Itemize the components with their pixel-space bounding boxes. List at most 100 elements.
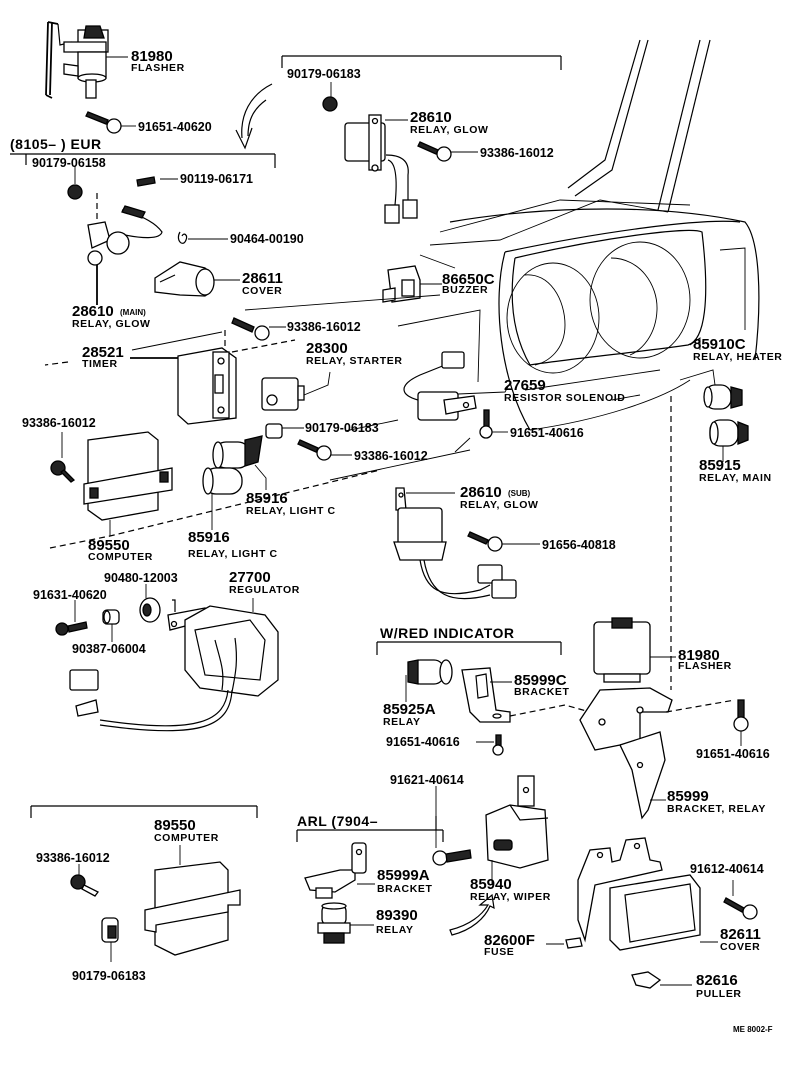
- part-name: RELAY: [383, 716, 421, 728]
- regulator-27700-illustration: [69, 605, 279, 732]
- part-number: 93386-16012: [36, 851, 110, 865]
- relay-heater-85910c-illustration: [703, 384, 743, 410]
- leader-line: [454, 437, 471, 453]
- bracket-mark: [172, 599, 176, 612]
- part-number: 85910C: [693, 336, 746, 353]
- part-number: 28521: [82, 344, 124, 361]
- relay-89390-illustration: [317, 902, 351, 944]
- part-number: 82611: [720, 926, 761, 943]
- spacer-icon: [102, 609, 120, 625]
- bolt-icon: [70, 874, 99, 897]
- clip-icon: [177, 231, 188, 244]
- leader-line: [254, 464, 267, 490]
- part-name: TIMER: [82, 358, 118, 370]
- buzzer-86650c-illustration: [382, 265, 421, 303]
- clip-nut-icon: [265, 423, 283, 439]
- dashed-leader: [665, 699, 736, 713]
- bolt-icon: [432, 849, 472, 866]
- leader-line: [457, 382, 511, 395]
- part-number: 91631-40620: [33, 588, 107, 602]
- part-name: RELAY, MAIN: [699, 472, 772, 484]
- part-number: 91651-40616: [386, 735, 460, 749]
- leader-line: [689, 337, 701, 350]
- bolt-icon: [467, 531, 503, 552]
- part-number: 85999C: [514, 672, 567, 689]
- dashed-leader: [509, 704, 591, 717]
- part-name: FLASHER: [678, 660, 732, 672]
- timer-28521-illustration: [177, 347, 237, 425]
- bolt-icon: [723, 897, 758, 920]
- bracket-85999a-illustration: [304, 842, 367, 899]
- part-name: RELAY: [376, 924, 414, 936]
- part-name: BRACKET: [514, 686, 570, 698]
- leader-line: [344, 419, 399, 432]
- part-name: RELAY, GLOW: [410, 124, 489, 136]
- part-name: BRACKET: [377, 883, 433, 895]
- part-name: COMPUTER: [88, 551, 153, 563]
- leader-line: [419, 254, 456, 269]
- computer-89550-illustration: [83, 431, 173, 521]
- leader-line: [244, 294, 441, 311]
- part-name: REGULATOR: [229, 584, 300, 596]
- part-name: RELAY, LIGHT C: [188, 548, 278, 560]
- relay-main-85915-illustration: [709, 419, 749, 447]
- red-indicator-group-bracket: [376, 641, 562, 655]
- relay-glow-28610-illustration: [344, 114, 418, 224]
- nut-icon: [67, 184, 83, 200]
- part-number: 90464-00190: [230, 232, 304, 246]
- bracket-relay-85999-illustration: [579, 687, 673, 820]
- part-suffix: (SUB): [508, 489, 531, 498]
- eur-group-bracket: [10, 153, 276, 168]
- arl-group-bracket: [296, 816, 444, 842]
- cover-82611-illustration: [577, 837, 701, 951]
- part-number: 85916: [246, 490, 288, 507]
- screw-icon: [492, 734, 504, 756]
- dashed-leader: [231, 339, 296, 353]
- resistor-solenoid-27659-illustration: [403, 351, 477, 421]
- part-number: 90480-12003: [104, 571, 178, 585]
- relay-glow-sub-illustration: [393, 487, 517, 600]
- part-number: 89390: [376, 907, 418, 924]
- relay-starter-28300-illustration: [261, 377, 305, 411]
- part-number: 91656-40818: [542, 538, 616, 552]
- part-number: 85999: [667, 788, 709, 805]
- relay-wiper-85940-illustration: [485, 775, 549, 869]
- part-number: 81980: [678, 647, 720, 664]
- cover-28611-illustration: [154, 261, 215, 297]
- relay-glow-main-illustration: [87, 205, 163, 266]
- part-number: 93386-16012: [22, 416, 96, 430]
- part-number: 90179-06183: [305, 421, 379, 435]
- part-name: RELAY, LIGHT C: [246, 505, 336, 517]
- part-name: COVER: [720, 941, 760, 953]
- part-number: 85915: [699, 457, 741, 474]
- relay-light-c-85916-illustration: [202, 435, 263, 495]
- screw-icon: [479, 409, 493, 439]
- part-name: BUZZER: [442, 284, 488, 296]
- bolt-icon: [85, 111, 122, 134]
- part-number: 81980: [131, 48, 173, 65]
- part-suffix: (MAIN): [120, 308, 146, 317]
- part-name: RELAY, STARTER: [306, 355, 403, 367]
- part-number: 86650C: [442, 271, 495, 288]
- part-number: 93386-16012: [287, 320, 361, 334]
- leader-line: [131, 331, 223, 351]
- part-number: 85916: [188, 529, 230, 546]
- screw-icon: [733, 699, 749, 732]
- grommet-icon: [139, 597, 161, 623]
- computer-89550-lower-illustration: [144, 861, 241, 956]
- part-name: COMPUTER: [154, 832, 219, 844]
- part-number: 90119-06171: [180, 172, 253, 186]
- part-name: RELAY, HEATER: [693, 351, 782, 363]
- curved-arrow-icon: [235, 83, 273, 150]
- part-name: RELAY, WIPER: [470, 891, 551, 903]
- relay-glow-group-bracket: [281, 55, 562, 70]
- part-number: 28611: [242, 270, 283, 287]
- part-labels: 81980 FLASHER 91651-40620 (8105– ) EUR 9…: [10, 48, 782, 1034]
- part-number: 91651-40620: [138, 120, 212, 134]
- curved-arrow-icon: [449, 893, 495, 936]
- group-label-eur: (8105– ) EUR: [10, 136, 102, 152]
- part-number: 28300: [306, 340, 348, 357]
- part-number: 85999A: [377, 867, 430, 884]
- leader-line: [679, 369, 716, 386]
- part-name: FLASHER: [131, 62, 185, 74]
